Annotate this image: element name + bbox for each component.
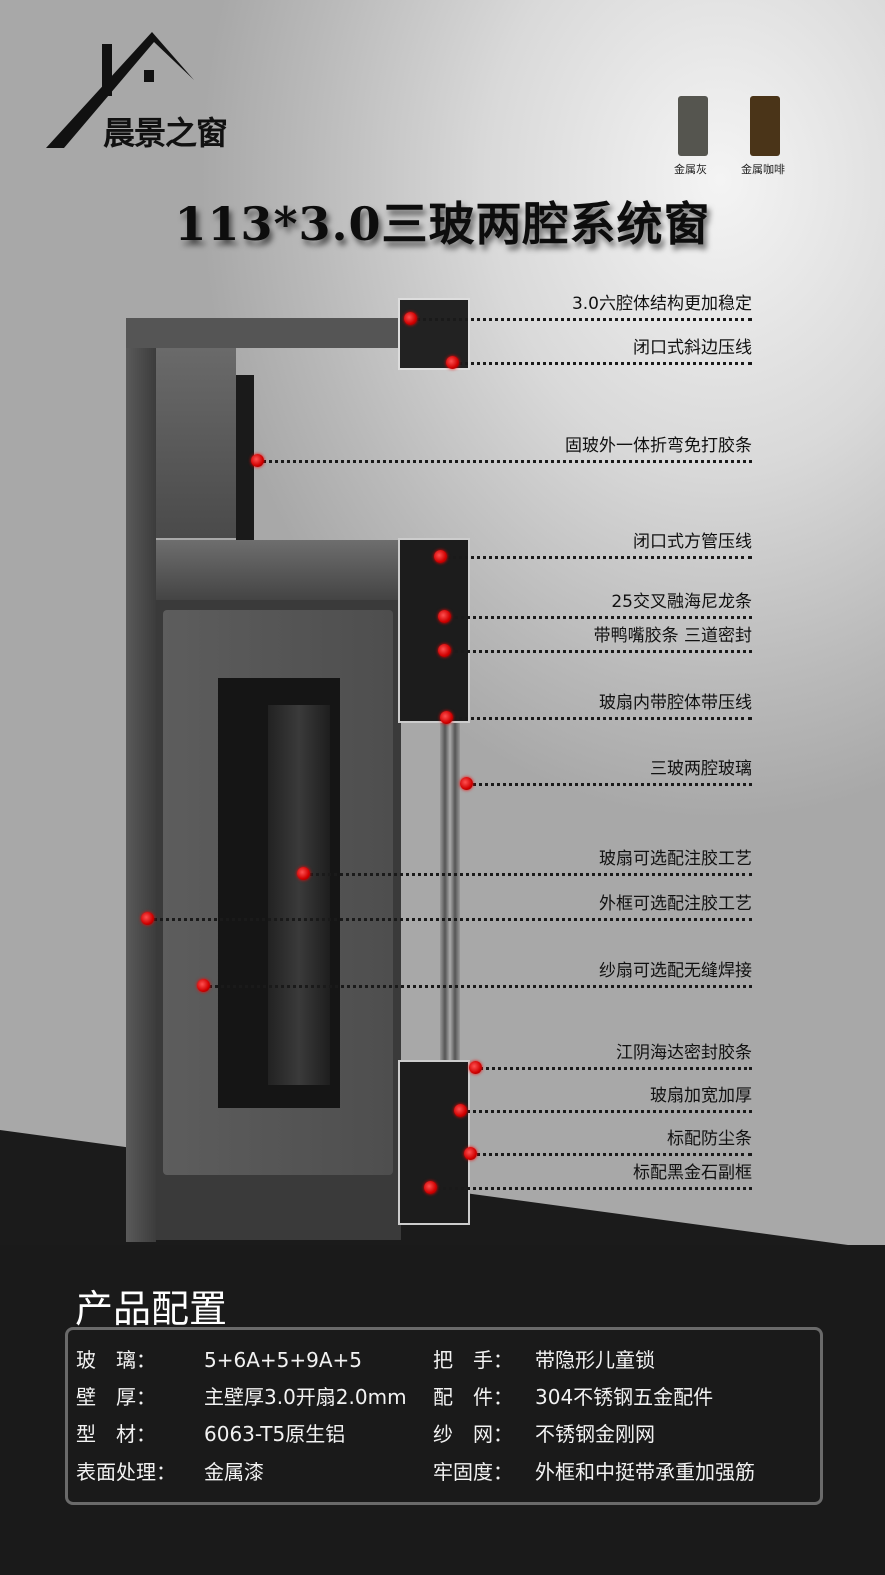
spec-hardware: 配 件：304不锈钢五金配件: [433, 1385, 714, 1409]
marker-dot-icon: [141, 912, 154, 925]
marker-dot-icon: [434, 550, 447, 563]
callout: 标配黑金石副框: [424, 1163, 752, 1194]
spec-wall-thickness: 壁 厚：主壁厚3.0开扇2.0mm: [76, 1385, 407, 1409]
page-title: 113*3.0三玻两腔系统窗: [174, 197, 711, 251]
callout: 外框可选配注胶工艺: [141, 894, 752, 925]
spec-glass: 玻 璃：5+6A+5+9A+5: [76, 1348, 363, 1372]
callout: 闭口式方管压线: [434, 532, 752, 563]
callout: 玻扇可选配注胶工艺: [297, 849, 752, 880]
swatch-metal-coffee[interactable]: [750, 96, 780, 156]
marker-dot-icon: [251, 454, 264, 467]
callout: 三玻两腔玻璃: [460, 759, 752, 790]
marker-dot-icon: [197, 979, 210, 992]
marker-dot-icon: [460, 777, 473, 790]
callout: 江阴海达密封胶条: [469, 1043, 752, 1074]
callout: 玻扇内带腔体带压线: [440, 693, 752, 724]
spec-profile: 型 材：6063-T5原生铝: [76, 1422, 346, 1446]
callout: 25交叉融海尼龙条: [438, 592, 752, 623]
floor: [0, 1245, 885, 1575]
marker-dot-icon: [446, 356, 459, 369]
config-title: 产品配置: [75, 1287, 228, 1331]
marker-dot-icon: [424, 1181, 437, 1194]
config-box: [65, 1327, 823, 1505]
swatch-label: 金属灰: [674, 163, 707, 176]
callout: 带鸭嘴胶条 三道密封: [438, 626, 752, 657]
spec-surface: 表面处理：金属漆: [76, 1460, 264, 1484]
swatch-metal-gray[interactable]: [678, 96, 708, 156]
marker-dot-icon: [469, 1061, 482, 1074]
callout: 闭口式斜边压线: [446, 338, 752, 369]
callout: 固玻外一体折弯免打胶条: [251, 436, 752, 467]
marker-dot-icon: [438, 644, 451, 657]
house-logo-icon: [46, 32, 194, 148]
brand-name: 晨景之窗: [103, 114, 228, 152]
spec-screen: 纱 网：不锈钢金刚网: [433, 1422, 655, 1446]
callout: 纱扇可选配无缝焊接: [197, 961, 752, 992]
marker-dot-icon: [297, 867, 310, 880]
spec-strength: 牢固度：外框和中挺带承重加强筋: [433, 1460, 755, 1484]
marker-dot-icon: [404, 312, 417, 325]
marker-dot-icon: [454, 1104, 467, 1117]
callout: 玻扇加宽加厚: [454, 1086, 752, 1117]
marker-dot-icon: [464, 1147, 477, 1160]
callout: 3.0六腔体结构更加稳定: [404, 294, 752, 325]
marker-dot-icon: [440, 711, 453, 724]
marker-dot-icon: [438, 610, 451, 623]
swatch-label: 金属咖啡: [741, 163, 785, 176]
callout: 标配防尘条: [464, 1129, 752, 1160]
spec-handle: 把 手：带隐形儿童锁: [433, 1348, 655, 1372]
